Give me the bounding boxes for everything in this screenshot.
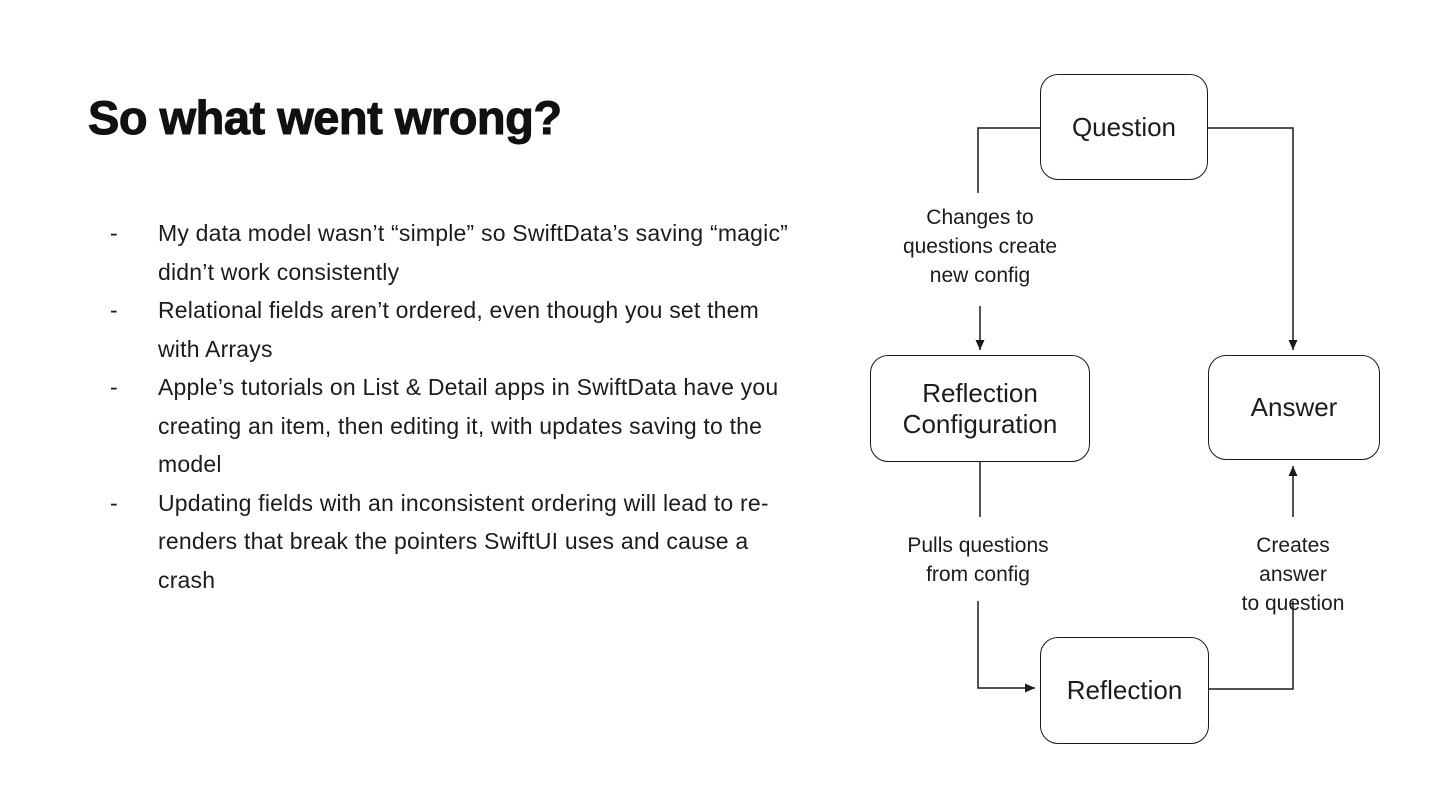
flow-node-answer-label: Answer	[1250, 392, 1338, 422]
flow-node-reflection: Reflection	[1040, 637, 1209, 744]
flow-node-reflection-configuration: Reflection Configuration	[870, 355, 1090, 462]
bullet-item: - Relational fields aren’t ordered, even…	[110, 291, 800, 368]
bullet-text: My data model wasn’t “simple” so SwiftDa…	[158, 220, 789, 285]
edge-label-changes-to-questions: Changes to questions create new config	[902, 206, 1058, 287]
bullet-text: Relational fields aren’t ordered, even t…	[158, 297, 760, 362]
bullet-item: - Apple’s tutorials on List & Detail app…	[110, 368, 800, 484]
edge-question-to-answer	[1208, 127, 1298, 350]
flow-node-question: Question	[1040, 74, 1208, 180]
flow-node-reflection-configuration-label: Reflection Configuration	[902, 377, 1058, 439]
edge-question-to-changes-label	[977, 127, 1040, 193]
bullet-list: - My data model wasn’t “simple” so Swift…	[110, 214, 800, 599]
edge-pulls-to-reflection	[977, 601, 1035, 693]
bullet-dash: -	[110, 297, 118, 323]
flow-node-reflection-label: Reflection	[1066, 675, 1183, 705]
bullet-dash: -	[110, 489, 118, 516]
edge-label-creates-answer: Creates answer to question	[1241, 534, 1345, 615]
edge-label-pulls-questions: Pulls questions from config	[907, 534, 1049, 586]
flow-node-answer: Answer	[1208, 355, 1380, 460]
bullet-dash: -	[110, 220, 118, 246]
bullet-text: Updating fields with an inconsistent ord…	[158, 489, 769, 593]
slide-title: So what went wrong?	[88, 91, 563, 144]
bullet-dash: -	[110, 374, 118, 400]
flow-node-question-label: Question	[1071, 111, 1177, 142]
bullet-item: - My data model wasn’t “simple” so Swift…	[110, 214, 800, 291]
bullet-text: Apple’s tutorials on List & Detail apps …	[158, 374, 779, 477]
bullet-item: - Updating fields with an inconsistent o…	[110, 484, 800, 600]
